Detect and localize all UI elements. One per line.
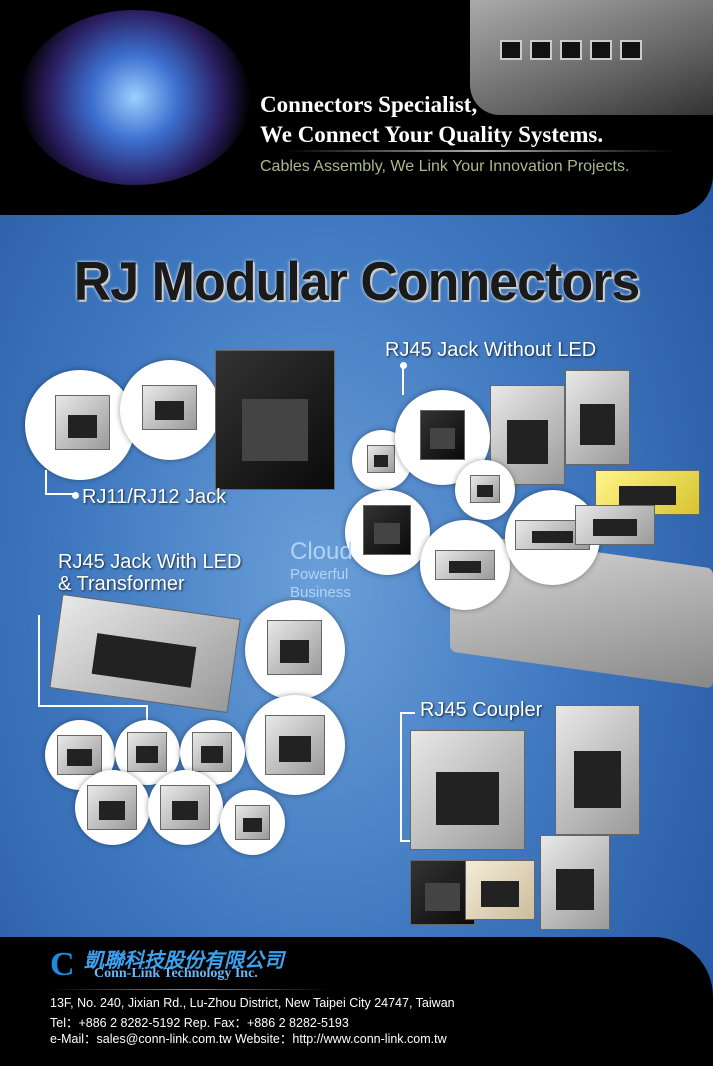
digital-hand-image <box>20 10 250 185</box>
company-phone: Tel：+886 2 8282-5192 Rep. Fax：+886 2 828… <box>50 1016 349 1030</box>
company-address: 13F, No. 240, Jixian Rd., Lu-Zhou Distri… <box>50 996 455 1010</box>
product-rj45-led-2 <box>245 695 345 795</box>
footer <box>0 937 713 1066</box>
company-name-en: Conn-Link Technology Inc. <box>94 966 258 981</box>
company-name-cn: 凱聯科技股份有限公司 <box>84 950 284 972</box>
product-coupler-2 <box>555 705 640 835</box>
product-rj45-low <box>420 520 510 610</box>
product-rj45-mini <box>455 460 515 520</box>
product-rj45-stacked-2 <box>565 370 630 465</box>
product-coupler-3 <box>540 835 610 930</box>
product-rj11-1 <box>25 370 135 480</box>
product-rj45-led-6 <box>75 770 150 845</box>
network-switch-image <box>470 0 713 115</box>
product-rj45-4port-led <box>49 593 241 714</box>
label-rj45-coupler: RJ45 Coupler <box>420 699 543 721</box>
subtagline: Cables Assembly, We Link Your Innovation… <box>260 158 630 175</box>
product-rj45-led-5 <box>180 720 245 785</box>
company-contact: e-Mail：sales@conn-link.com.tw Website：ht… <box>50 1032 447 1046</box>
label-rj45-without-led: RJ45 Jack Without LED <box>385 339 597 361</box>
product-rj45-ganged-2 <box>575 505 655 545</box>
product-rj45-led-8 <box>220 790 285 855</box>
page-title: RJ Modular Connectors <box>73 251 641 313</box>
label-rj45-with-led: RJ45 Jack With LED& Transformer <box>58 551 242 595</box>
label-rj11: RJ11/RJ12 Jack <box>82 486 227 508</box>
product-rj11-large <box>215 350 335 490</box>
product-coupler-1 <box>410 730 525 850</box>
product-rj45-stacked <box>490 385 565 485</box>
product-rj45-led-1 <box>245 600 345 700</box>
product-coupler-beige <box>465 860 535 920</box>
tagline: Connectors Specialist,We Connect Your Qu… <box>260 92 604 147</box>
product-rj11-2 <box>120 360 220 460</box>
product-rj45-led-7 <box>148 770 223 845</box>
company-logo: C <box>50 946 75 983</box>
product-rj45-dark <box>345 490 430 575</box>
header-banner: Connectors Specialist,We Connect Your Qu… <box>0 0 713 215</box>
